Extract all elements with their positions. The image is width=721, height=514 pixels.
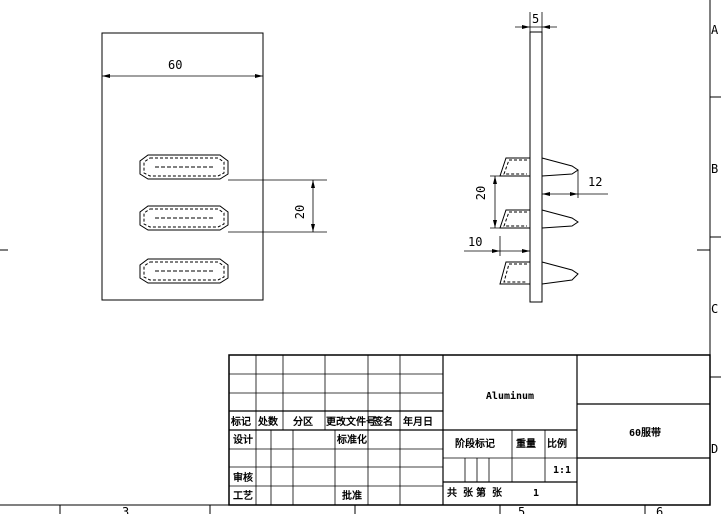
rev-header-signature: 签名: [372, 415, 393, 428]
dim-pitch-20-side: 20: [474, 186, 488, 200]
side-view: [464, 12, 608, 303]
rev-header-zone: 分区: [293, 415, 313, 428]
rev-header-count: 处数: [257, 415, 279, 428]
front-view: [101, 32, 327, 301]
sheet-number-label: 第 张: [476, 486, 503, 499]
material-value: Aluminum: [486, 390, 534, 402]
zone-marker-c: C: [711, 302, 718, 316]
process-label: 工艺: [233, 489, 253, 502]
zone-marker-3: 3: [122, 505, 129, 514]
front-slot-2: [139, 205, 229, 231]
zone-marker-a: A: [711, 23, 719, 37]
scale-value: 1:1: [553, 465, 571, 476]
dim-pitch-20-front: 20: [293, 205, 307, 219]
dim-width-60: 60: [168, 58, 182, 72]
title-block: 标记 处数 分区 更改文件号 签名 年月日 设计 标准化 审核 工艺 批准 Al…: [228, 354, 711, 506]
rev-header-date: 年月日: [403, 415, 433, 428]
zone-marker-d: D: [711, 442, 718, 456]
standardize-label: 标准化: [336, 433, 367, 446]
sheet-number-value: 1: [533, 488, 539, 499]
front-slot-3: [139, 258, 229, 284]
zone-marker-6: 6: [656, 505, 663, 514]
side-louver-1: [499, 157, 579, 177]
zone-marker-b: B: [711, 162, 718, 176]
dim-protrusion-12: 12: [588, 175, 602, 189]
scale-label: 比例: [547, 437, 567, 450]
zone-markers: A B C D 3 5 6: [122, 23, 719, 514]
rev-header-mark: 标记: [230, 415, 251, 428]
sheets-total-label: 共 张: [447, 486, 474, 499]
rev-header-change-doc: 更改文件号: [326, 415, 376, 428]
side-louver-2: [499, 209, 579, 229]
weight-label: 重量: [516, 437, 536, 450]
design-label: 设计: [233, 433, 253, 446]
dim-tab-10: 10: [468, 235, 482, 249]
approve-label: 批准: [342, 489, 362, 502]
part-name: 60服带: [629, 426, 661, 439]
stage-label: 阶段标记: [455, 437, 495, 450]
front-plate-outline: [101, 32, 264, 301]
review-label: 审核: [233, 471, 253, 484]
front-slot-1: [139, 154, 229, 180]
zone-marker-5: 5: [518, 505, 525, 514]
side-louver-3: [499, 261, 579, 285]
side-plate-outline: [529, 31, 543, 303]
dim-thickness-5: 5: [532, 12, 539, 26]
